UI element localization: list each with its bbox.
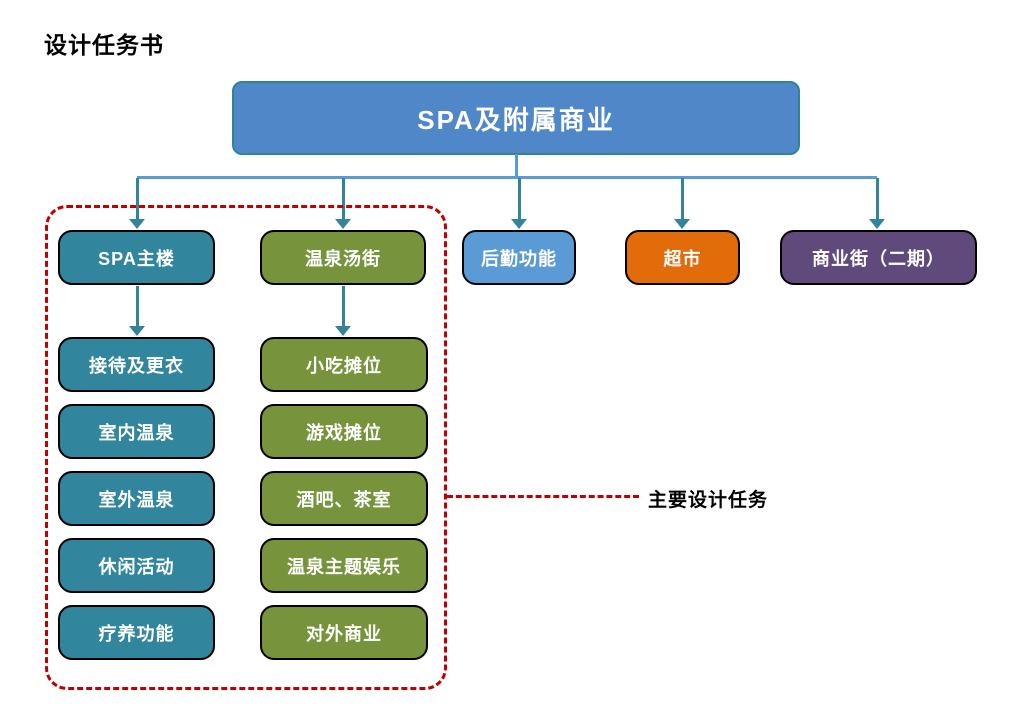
connector-drop-hotspring-street xyxy=(341,178,345,220)
node-outdoor-hotspring: 室外温泉 xyxy=(58,471,215,526)
node-indoor-hotspring: 室内温泉 xyxy=(58,404,215,459)
arrowhead-street-children xyxy=(335,326,351,336)
arrowhead-commercial-street xyxy=(869,219,885,229)
page-title: 设计任务书 xyxy=(44,32,164,58)
arrowhead-supermarket xyxy=(674,219,690,229)
connector-drop-street-children xyxy=(341,286,345,327)
connector-trunk-line xyxy=(137,175,877,179)
connector-drop-spa-children xyxy=(135,286,139,327)
connector-drop-logistics xyxy=(517,178,521,220)
node-therapy-function: 疗养功能 xyxy=(58,605,215,660)
arrowhead-hotspring-street xyxy=(335,219,351,229)
connector-drop-supermarket xyxy=(680,178,684,220)
node-commercial-street-phase2: 商业街（二期） xyxy=(780,230,977,285)
node-external-commerce: 对外商业 xyxy=(260,605,428,660)
connector-root-stub xyxy=(514,154,518,177)
node-supermarket: 超市 xyxy=(625,230,740,285)
node-root-spa: SPA及附属商业 xyxy=(232,81,800,155)
node-hotspring-theme-entertainment: 温泉主题娱乐 xyxy=(260,538,428,593)
arrowhead-spa-main xyxy=(129,219,145,229)
node-bar-tearoom: 酒吧、茶室 xyxy=(260,471,428,526)
node-snack-stalls: 小吃摊位 xyxy=(260,337,428,392)
node-game-stalls: 游戏摊位 xyxy=(260,404,428,459)
connector-drop-spa-main xyxy=(135,178,139,220)
node-spa-main: SPA主楼 xyxy=(58,230,215,285)
node-logistics: 后勤功能 xyxy=(462,230,576,285)
connector-drop-commercial-street xyxy=(875,178,879,220)
annotation-connector-line xyxy=(447,495,639,498)
node-reception-changing: 接待及更衣 xyxy=(58,337,215,392)
arrowhead-spa-children xyxy=(129,326,145,336)
main-design-scope-outline xyxy=(45,205,447,690)
arrowhead-logistics xyxy=(511,219,527,229)
node-hotspring-street: 温泉汤街 xyxy=(260,230,426,285)
node-leisure-activities: 休闲活动 xyxy=(58,538,215,593)
annotation-label: 主要设计任务 xyxy=(648,490,769,511)
